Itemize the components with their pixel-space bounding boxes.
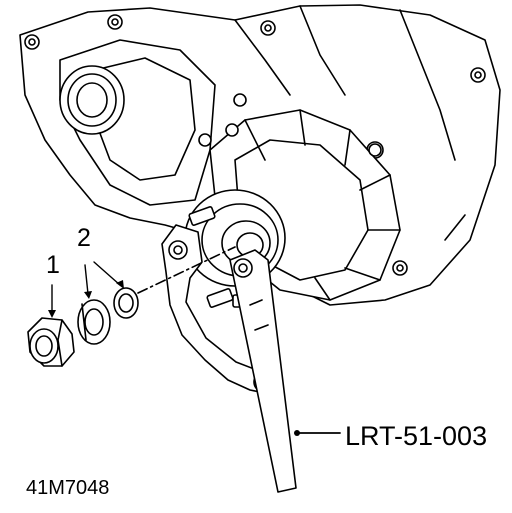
part-2-washers — [77, 287, 139, 345]
callout-1: 1 — [46, 251, 60, 279]
tool-number-label: LRT-51-003 — [345, 421, 488, 451]
callout-2: 2 — [77, 224, 91, 252]
leader-lines — [51, 246, 341, 434]
leader-arrowheads — [48, 280, 300, 436]
figure-id: 41M7048 — [26, 477, 110, 499]
flange-holding-tool — [161, 224, 297, 493]
part-1-nut — [27, 317, 75, 367]
output-shaft-seal — [59, 65, 125, 135]
